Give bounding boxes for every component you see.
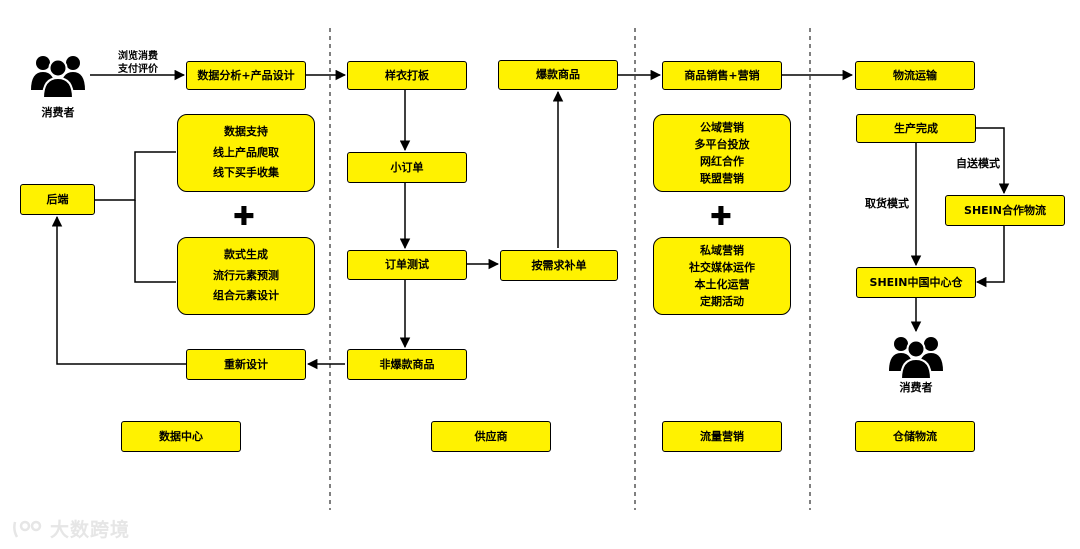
hit-product-box: 爆款商品 xyxy=(498,60,618,90)
watermark-text: 大数跨境 xyxy=(50,519,131,541)
dashed-separators xyxy=(329,28,811,510)
private-marketing-box: 私域营销 社交媒体运作 本土化运营 定期活动 xyxy=(653,237,791,315)
browse-pay-line-1: 浏览消费 xyxy=(118,51,158,62)
logistics-box: 物流运输 xyxy=(855,61,975,90)
sales-marketing-box: 商品销售+营销 xyxy=(662,61,782,90)
consumer-label-right: 消费者 xyxy=(899,381,933,394)
consumer-label-left: 消费者 xyxy=(41,106,75,119)
order-test-box: 订单测试 xyxy=(347,250,467,280)
small-order-box: 小订单 xyxy=(347,152,467,183)
data-support-line-1: 数据支持 xyxy=(224,125,268,139)
watermark-logo-icon xyxy=(13,520,42,538)
line-backend-bracket-lower xyxy=(134,200,176,283)
arrow-production-to-partner xyxy=(976,127,1010,195)
consumer-group-icon-right xyxy=(889,337,943,379)
line-backend-bracket xyxy=(95,151,176,201)
public-line-1: 公域营销 xyxy=(700,120,744,134)
data-support-line-2: 线上产品爬取 xyxy=(213,145,279,159)
redesign-box: 重新设计 xyxy=(186,349,306,380)
production-done-box: 生产完成 xyxy=(856,114,976,143)
style-line-2: 流行元素预测 xyxy=(213,268,279,282)
private-line-3: 本土化运营 xyxy=(694,278,750,291)
replenish-box: 按需求补单 xyxy=(500,250,618,281)
arrow-partner-to-warehouse xyxy=(975,226,1005,288)
private-line-2: 社交媒体运作 xyxy=(689,260,755,274)
browse-pay-label: 浏览消费 支付评价 xyxy=(110,50,166,76)
private-line-4: 定期活动 xyxy=(700,295,744,309)
pickup-label: 取货模式 xyxy=(865,197,909,210)
data-analysis-design-box: 数据分析+产品设计 xyxy=(186,61,306,90)
public-marketing-box: 公域营销 多平台投放 网红合作 联盟营销 xyxy=(653,114,791,192)
watermark: 大数跨境 xyxy=(12,515,130,542)
plus-icon-data: ✚ xyxy=(233,202,255,232)
data-support-box: 数据支持 线上产品爬取 线下买手收集 xyxy=(177,114,315,192)
category-data-center: 数据中心 xyxy=(121,421,241,452)
sample-box: 样衣打板 xyxy=(347,61,467,90)
public-line-3: 网红合作 xyxy=(700,155,744,168)
style-line-1: 款式生成 xyxy=(224,248,268,262)
center-warehouse-box: SHEIN中国中心仓 xyxy=(856,267,976,298)
category-warehouse: 仓储物流 xyxy=(855,421,975,452)
plus-icon-traffic: ✚ xyxy=(710,202,732,232)
non-hit-box: 非爆款商品 xyxy=(347,349,467,380)
consumer-group-icon xyxy=(31,56,85,98)
style-generation-box: 款式生成 流行元素预测 组合元素设计 xyxy=(177,237,315,315)
category-traffic: 流量营销 xyxy=(662,421,782,452)
browse-pay-line-2: 支付评价 xyxy=(118,64,158,75)
data-support-line-3: 线下买手收集 xyxy=(213,166,279,180)
private-line-1: 私域营销 xyxy=(700,243,744,257)
style-line-3: 组合元素设计 xyxy=(213,289,279,303)
category-supplier: 供应商 xyxy=(431,421,551,452)
backend-box: 后端 xyxy=(20,184,95,215)
public-line-4: 联盟营销 xyxy=(700,172,744,186)
self-delivery-label: 自送模式 xyxy=(956,157,1000,170)
public-line-2: 多平台投放 xyxy=(694,137,750,151)
partner-logistics-box: SHEIN合作物流 xyxy=(945,195,1065,226)
arrow-redesign-to-backend xyxy=(51,215,186,365)
